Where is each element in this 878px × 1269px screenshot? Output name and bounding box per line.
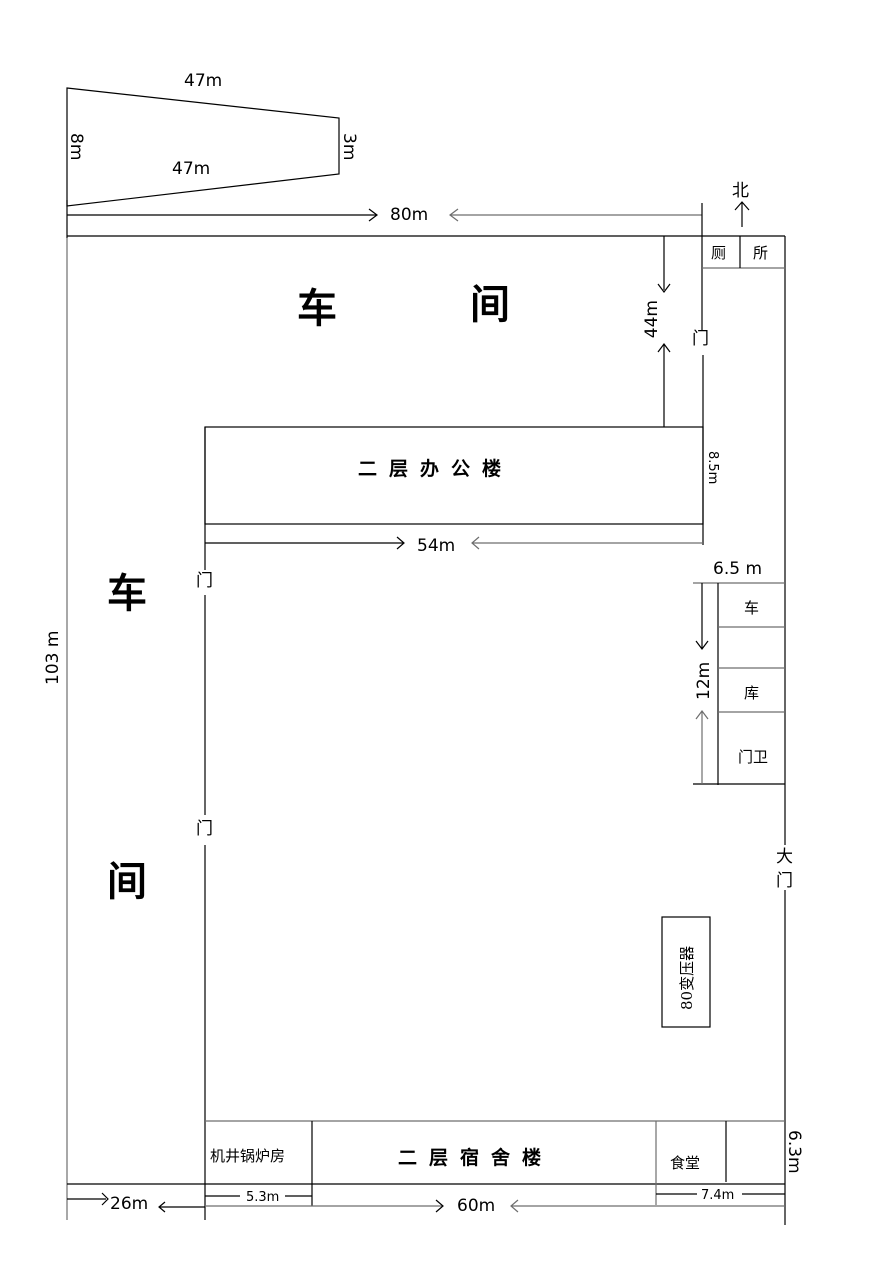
main-gate-label-1: 大 bbox=[776, 847, 793, 867]
garage-length-label: 12m bbox=[694, 662, 714, 700]
office-label: 二层办公楼 bbox=[358, 457, 513, 480]
dormitory-label: 二层宿舍楼 bbox=[398, 1146, 553, 1169]
trapezoid-right-label: 3m bbox=[339, 133, 359, 160]
garage-guard-block: 6.5 m 车 库 门卫 12m bbox=[693, 559, 785, 785]
transformer-box: 80变压器 bbox=[661, 916, 711, 1028]
office-building: 二层办公楼 8.5m bbox=[204, 426, 720, 525]
dorm-depth-label: 6.3m bbox=[784, 1130, 804, 1174]
toilet-label-1: 厕 bbox=[711, 244, 726, 262]
trapezoid-outline bbox=[66, 87, 340, 207]
north-workshop-label-1: 车 bbox=[297, 285, 337, 332]
door-label: 门 bbox=[692, 329, 709, 349]
transformer-outline bbox=[661, 916, 711, 1028]
toilet-label-2: 所 bbox=[753, 244, 768, 262]
trapezoid-bottom-label: 47m bbox=[172, 159, 210, 179]
site-boundary bbox=[66, 235, 786, 1225]
garage-label-2: 库 bbox=[744, 684, 759, 702]
door-label: 门 bbox=[196, 571, 213, 591]
garage-label-1: 车 bbox=[744, 599, 759, 617]
west-workshop-width-label: 26m bbox=[110, 1194, 148, 1214]
workshop-depth-dimension: 44m bbox=[642, 236, 671, 427]
main-gate-label-2: 门 bbox=[776, 871, 793, 891]
toilet-building: 厕 所 bbox=[701, 203, 786, 330]
arrow-right-icon bbox=[435, 1199, 444, 1213]
west-workshop-wall: 门 门 bbox=[196, 427, 213, 1220]
arrow-right-icon bbox=[396, 536, 405, 550]
west-workshop-area: 车 间 bbox=[107, 570, 147, 905]
total-width-label: 80m bbox=[390, 205, 428, 225]
west-workshop-label-1: 车 bbox=[107, 570, 147, 617]
trapezoid-left-label: 8m bbox=[66, 133, 86, 160]
arrow-right-icon bbox=[101, 1192, 109, 1206]
door-label: 门 bbox=[196, 819, 213, 839]
south-building-row: 机井锅炉房 二层宿舍楼 食堂 6.3m bbox=[205, 1120, 804, 1206]
trapezoid-top-label: 47m bbox=[184, 71, 222, 91]
trapezoid-parcel: 47m 47m 8m 3m bbox=[66, 71, 359, 207]
office-width-label: 54m bbox=[417, 536, 455, 556]
east-door-north: 门 bbox=[692, 329, 709, 545]
garage-width-label: 6.5 m bbox=[713, 559, 762, 579]
arrow-right-icon bbox=[368, 208, 378, 222]
total-width-dimension: 80m bbox=[66, 200, 702, 238]
west-workshop-label-2: 间 bbox=[107, 858, 147, 905]
canteen-label: 食堂 bbox=[670, 1154, 700, 1172]
transformer-label: 80变压器 bbox=[678, 946, 696, 1010]
dorm-width-label: 60m bbox=[457, 1196, 495, 1216]
guard-room-label: 门卫 bbox=[738, 748, 768, 766]
boiler-width-label: 5.3m bbox=[246, 1190, 279, 1205]
canteen-width-label: 7.4m bbox=[701, 1188, 734, 1203]
workshop-depth-label: 44m bbox=[642, 300, 662, 338]
office-width-dimension: 54m bbox=[205, 536, 703, 556]
office-depth-label: 8.5m bbox=[705, 451, 720, 484]
arrow-down-icon bbox=[695, 640, 709, 650]
arrow-down-icon bbox=[657, 283, 671, 293]
north-workshop-area: 车 间 bbox=[297, 281, 510, 332]
total-height-label: 103 m bbox=[43, 631, 63, 685]
north-indicator: 北 bbox=[732, 181, 750, 227]
north-label: 北 bbox=[732, 181, 749, 201]
main-gate: 大 门 bbox=[776, 847, 793, 891]
north-workshop-label-2: 间 bbox=[470, 281, 510, 328]
bottom-dimensions: 26m 5.3m 60m 7.4m bbox=[67, 1183, 785, 1216]
boiler-room-label: 机井锅炉房 bbox=[210, 1147, 285, 1165]
